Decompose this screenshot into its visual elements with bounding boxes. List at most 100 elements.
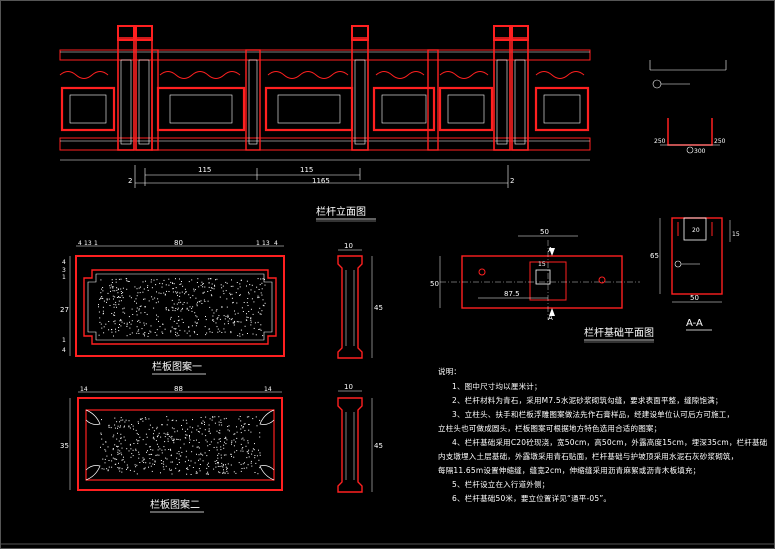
texture-dot bbox=[190, 474, 192, 475]
texture-dot bbox=[138, 287, 140, 289]
texture-dot bbox=[232, 322, 234, 324]
texture-dot bbox=[147, 289, 149, 291]
texture-dot bbox=[178, 334, 180, 336]
texture-dot bbox=[214, 416, 216, 418]
texture-dot bbox=[218, 453, 220, 455]
texture-dot bbox=[242, 450, 244, 452]
texture-dot bbox=[118, 453, 120, 455]
texture-dot bbox=[131, 308, 133, 310]
texture-dot bbox=[156, 454, 158, 456]
texture-dot bbox=[210, 290, 212, 291]
texture-dot bbox=[258, 289, 260, 290]
texture-dot bbox=[207, 278, 209, 280]
texture-dot bbox=[237, 335, 239, 337]
texture-dot bbox=[122, 292, 124, 294]
texture-dot bbox=[246, 313, 247, 315]
texture-dot bbox=[102, 310, 104, 312]
texture-dot bbox=[156, 443, 158, 445]
texture-dot bbox=[145, 323, 147, 325]
texture-dot bbox=[169, 468, 170, 470]
texture-dot bbox=[180, 283, 182, 285]
texture-dot bbox=[161, 463, 163, 464]
texture-dot bbox=[233, 456, 235, 458]
texture-dot bbox=[131, 424, 133, 425]
texture-dot bbox=[198, 454, 200, 456]
texture-dot bbox=[244, 462, 245, 464]
texture-dot bbox=[126, 326, 128, 327]
texture-dot bbox=[224, 323, 226, 325]
texture-dot bbox=[163, 432, 165, 434]
texture-dot bbox=[178, 459, 180, 461]
texture-dot bbox=[223, 418, 225, 420]
texture-dot bbox=[239, 416, 241, 417]
texture-dot bbox=[196, 453, 197, 455]
texture-dot bbox=[98, 311, 100, 313]
texture-dot bbox=[210, 278, 212, 280]
texture-dot bbox=[111, 279, 113, 281]
texture-dot bbox=[201, 422, 203, 424]
texture-dot bbox=[253, 449, 255, 451]
texture-dot bbox=[196, 334, 198, 335]
texture-dot bbox=[215, 466, 217, 468]
texture-dot bbox=[189, 335, 191, 337]
p1-dim-width: 80 bbox=[174, 239, 183, 247]
texture-dot bbox=[218, 315, 220, 317]
texture-dot bbox=[168, 435, 170, 437]
texture-dot bbox=[130, 323, 132, 325]
texture-dot bbox=[137, 440, 139, 442]
texture-dot bbox=[176, 464, 178, 465]
texture-dot bbox=[181, 308, 183, 310]
texture-dot bbox=[148, 454, 150, 456]
texture-dot bbox=[224, 318, 226, 320]
texture-dot bbox=[165, 309, 167, 311]
texture-dot bbox=[118, 440, 120, 442]
texture-dot bbox=[206, 332, 208, 334]
texture-dot bbox=[251, 298, 253, 300]
sec-dim-width: 50 bbox=[690, 294, 699, 302]
texture-dot bbox=[173, 303, 175, 305]
texture-dot bbox=[213, 438, 215, 440]
texture-dot bbox=[153, 433, 154, 435]
texture-dot bbox=[202, 454, 204, 456]
fd-dim-offset: 87.5 bbox=[504, 290, 520, 298]
texture-dot bbox=[239, 295, 241, 296]
texture-dot bbox=[235, 292, 237, 294]
texture-dot bbox=[198, 459, 199, 461]
texture-dot bbox=[248, 449, 250, 451]
texture-dot bbox=[257, 297, 259, 299]
texture-dot bbox=[164, 293, 166, 295]
texture-dot bbox=[134, 286, 136, 288]
texture-dot bbox=[260, 324, 262, 326]
texture-dot bbox=[161, 283, 163, 285]
panel-pattern-1 bbox=[75, 255, 285, 357]
texture-dot bbox=[262, 335, 264, 337]
post-2 bbox=[351, 25, 369, 151]
texture-dot bbox=[114, 463, 116, 465]
texture-dot bbox=[107, 470, 109, 472]
texture-dot bbox=[248, 456, 250, 458]
texture-dot bbox=[262, 299, 264, 301]
texture-dot bbox=[201, 422, 202, 424]
texture-dot bbox=[251, 465, 253, 467]
texture-dot bbox=[230, 331, 232, 333]
texture-dot bbox=[195, 297, 197, 299]
texture-dot bbox=[176, 452, 178, 454]
texture-dot bbox=[139, 292, 141, 294]
texture-dot bbox=[120, 291, 122, 292]
texture-dot bbox=[171, 435, 173, 437]
texture-dot bbox=[146, 451, 147, 453]
fd-section-mark-bottom: A bbox=[548, 314, 553, 322]
texture-dot bbox=[144, 298, 146, 300]
texture-dot bbox=[218, 416, 220, 418]
texture-dot bbox=[182, 307, 183, 309]
texture-dot bbox=[178, 316, 180, 318]
p1-dim-tl1: 4 bbox=[78, 240, 82, 247]
texture-dot bbox=[107, 469, 109, 471]
texture-dot bbox=[105, 441, 107, 443]
texture-dot bbox=[139, 321, 141, 323]
texture-dot bbox=[143, 459, 145, 461]
texture-dot bbox=[110, 427, 112, 429]
texture-dot bbox=[251, 284, 253, 286]
texture-dot bbox=[225, 436, 227, 438]
texture-dot bbox=[241, 468, 243, 469]
